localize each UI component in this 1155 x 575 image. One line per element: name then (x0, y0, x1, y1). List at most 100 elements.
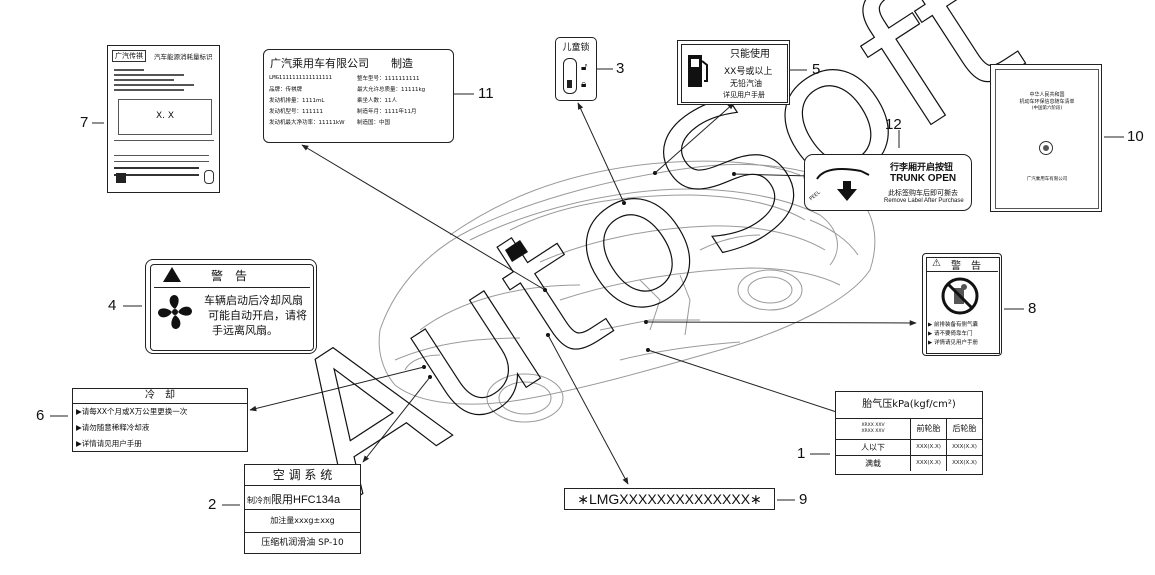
tire-size-2: XRXX XXV (861, 428, 885, 434)
trunk-title-en: TRUNK OPEN (890, 173, 957, 184)
lock-slot (563, 58, 577, 94)
fuel-line2: 无铅汽油 (730, 79, 762, 88)
fuel-line1: XX号或以上 (724, 67, 773, 77)
plate-rows: 整车型号：1111111111 品牌：传祺牌 最大允许总质量：11111kg 发动… (269, 74, 453, 129)
plate-vin: LMG1111111111111111 (269, 75, 332, 81)
plate-made: 制造 (391, 57, 413, 70)
plate-cell: 制造国：中国 (357, 120, 391, 126)
trunk-note-cn: 此标签购车后即可撕去 (888, 189, 958, 197)
energy-value-box: X. X (118, 99, 212, 135)
tire-size-1: XRXX XXV (861, 422, 885, 428)
ac-system-label: 空 调 系 统 制冷剂限用HFC134a 加注量xxxg±xxg 压缩机润滑油 … (244, 464, 361, 554)
trunk-label: PEEL 行李厢开启按钮 TRUNK OPEN 此标签购车后即可撕去 Remov… (804, 154, 972, 211)
tire-row1-label: 人以下 (836, 439, 911, 456)
tire-value: XXX(X.X) (952, 460, 977, 467)
callout-2: 2 (208, 496, 217, 513)
plate-cell: 发动机最大净功率：11111kW (269, 120, 345, 126)
child-lock-title: 儿童锁 (562, 43, 590, 53)
vin-text: ∗LMGXXXXXXXXXXXXXX∗ (577, 491, 762, 507)
ac-charge: 加注量xxxg±xxg (245, 510, 360, 533)
fuel-pump-icon (688, 55, 708, 87)
env-line2: 机动车环保信息随车清单 (1019, 99, 1075, 105)
vin-label: ∗LMGXXXXXXXXXXXXXX∗ (564, 488, 775, 510)
ac-refrigerant-prefix: 制冷剂 (247, 496, 271, 505)
tire-head-rear: 后轮胎 (946, 419, 982, 440)
tire-value: XXX(X.X) (946, 439, 982, 456)
bullet-icon: ▶ (76, 439, 82, 448)
coolant-items: ▶请每XX个月或X万公里更换一次 ▶请勿随意稀释冷却液 ▶详情请见用户手册 (73, 404, 247, 452)
callout-1: 1 (797, 445, 806, 462)
no-leaning-icon (941, 277, 979, 315)
fan-warning-line1: 车辆启动后冷却风扇 (204, 294, 303, 307)
tire-table: XRXX XXV XRXX XXV 前轮胎 后轮胎 人以下 XXX(X.X) X… (836, 419, 982, 471)
ac-title: 空 调 系 统 (245, 465, 360, 486)
callout-11: 11 (478, 85, 494, 102)
coolant-item: 请每XX个月或X万公里更换一次 (81, 407, 188, 416)
callout-12: 12 (885, 116, 902, 133)
coolant-label: 冷 却 ▶请每XX个月或X万公里更换一次 ▶请勿随意稀释冷却液 ▶详情请见用户手… (72, 388, 248, 452)
lock-icon: 🔒︎ (581, 79, 587, 90)
energy-title: 汽车能源消耗量标识 (154, 53, 213, 61)
hood-tag-mark (505, 240, 528, 262)
tire-head-front: 前轮胎 (910, 419, 948, 440)
plate-cell: 品牌：传祺牌 (269, 87, 303, 93)
fan-warning-line3: 手远离风扇。 (212, 324, 278, 337)
energy-value: X. X (155, 111, 175, 121)
car-illustration (378, 160, 876, 423)
plate-cell: 发动机排量：1111mL (269, 98, 325, 104)
plate-cell: 乘坐人数：11人 (357, 98, 397, 104)
ac-oil: 压缩机润滑油 SP-10 (261, 538, 344, 548)
ac-refrigerant: 限用HFC134a (271, 494, 341, 506)
unlock-icon: 🔓︎ (581, 62, 588, 73)
bullet-icon: ▶ (76, 423, 82, 432)
airbag-item: 前排装备有侧气囊 (933, 322, 978, 328)
callout-ticks (50, 68, 1124, 506)
coolant-title: 冷 却 (73, 389, 247, 404)
energy-bars (114, 150, 214, 181)
fan-warning-line2: 可能自动开启，请将 (208, 309, 307, 322)
bullet-icon: ▶ (928, 331, 934, 337)
callout-7: 7 (80, 114, 89, 131)
callout-3: 3 (616, 60, 625, 77)
env-line3: (中国第六阶段) (1031, 106, 1063, 111)
plate-cell: 最大允许总质量：11111kg (357, 87, 426, 93)
qr-code (116, 173, 126, 183)
tire-value: XXX(X.X) (910, 455, 948, 471)
plate-company: 广汽乘用车有限公司 (270, 57, 369, 70)
airbag-warning-label: ⚠ 警 告 ▶ 前排装备有侧气囊 ▶ 请不要倚靠车门 ▶ 详情请见用户手册 (922, 253, 1002, 356)
callout-5: 5 (812, 61, 821, 78)
manufacturer-plate: 广汽乘用车有限公司 制造 LMG1111111111111111 整车型号：11… (263, 49, 454, 143)
child-lock-label: 儿童锁 🔓︎ 🔒︎ (555, 37, 597, 101)
plate-cell: 整车型号：1111111111 (357, 76, 420, 82)
fan-warning-title: 警 告 (211, 269, 248, 283)
trunk-note-en: Remove Label After Purchase (884, 198, 964, 204)
fuel-label: 只能使用 XX号或以上 无铅汽油 详见用户手册 (677, 40, 790, 105)
airbag-warning-title: 警 告 (951, 261, 981, 272)
tire-pressure-label: 胎气压kPa(kgf/cm²) XRXX XXV XRXX XXV 前轮胎 后轮… (835, 391, 983, 475)
fuel-line3: 详见用户手册 (723, 91, 765, 99)
energy-label: 广汽传祺 汽车能源消耗量标识 X. X (107, 45, 220, 193)
plate-cell: 制造年月：1111年11月 (357, 109, 417, 115)
plate-cell: 发动机型号：111111 (269, 109, 323, 115)
env-company: 广汽乘用车有限公司 (1026, 177, 1068, 182)
callout-4: 4 (108, 297, 117, 314)
fan-warning-label: 警 告 车辆启动后冷却风扇 可能自动开启，请将 手远离风扇。 (145, 259, 317, 354)
callout-10: 10 (1127, 128, 1144, 145)
fuel-title: 只能使用 (730, 49, 770, 60)
brand-badge: 广汽传祺 (112, 50, 146, 62)
callout-8: 8 (1028, 300, 1037, 317)
airbag-item: 详情请见用户手册 (933, 340, 978, 346)
airbag-item: 请不要倚靠车门 (933, 331, 973, 337)
tire-value: XXX(X.X) (910, 439, 948, 456)
energy-icon (204, 170, 214, 184)
seal-icon (1039, 141, 1053, 155)
fan-icon (158, 295, 192, 329)
callout-9: 9 (799, 491, 808, 508)
bullet-icon: ▶ (76, 407, 82, 416)
energy-lines (114, 66, 214, 94)
trunk-title-cn: 行李厢开启按钮 (890, 163, 954, 173)
env-checklist-label: 中华人民共和国 机动车环保信息随车清单 (中国第六阶段) 广汽乘用车有限公司 (990, 64, 1102, 212)
warning-triangle-icon (163, 267, 181, 282)
bullet-icon: ▶ (928, 340, 934, 346)
bullet-icon: ▶ (928, 322, 934, 328)
